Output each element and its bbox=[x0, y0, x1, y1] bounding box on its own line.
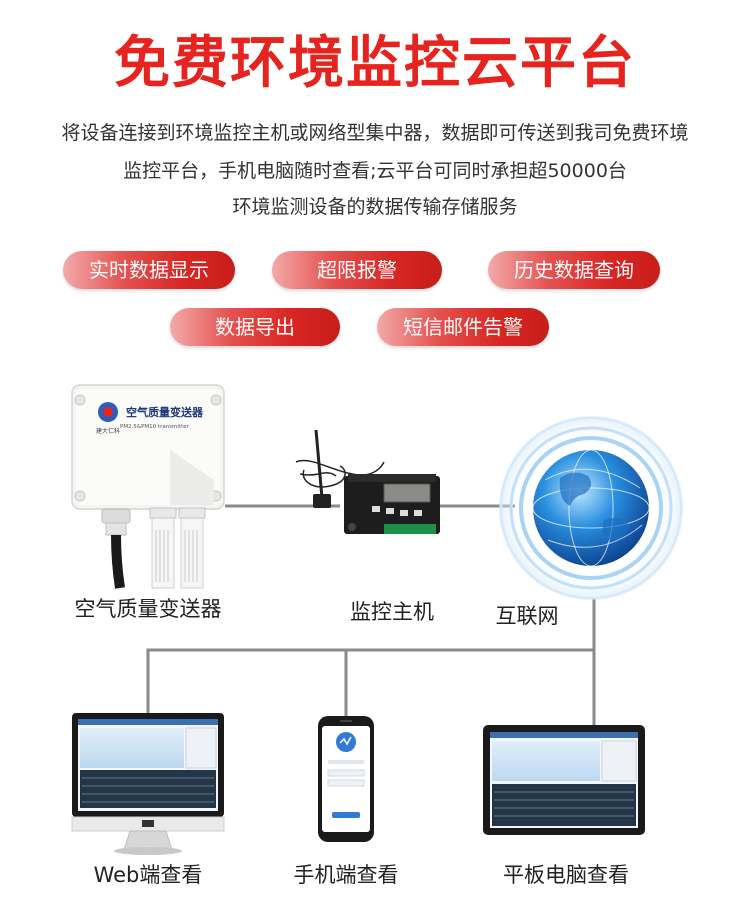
feature-pill-history: 历史数据查询 bbox=[488, 251, 660, 289]
host-label: 监控主机 bbox=[350, 600, 434, 624]
desktop-monitor-icon bbox=[71, 713, 225, 855]
line-internet-clients bbox=[146, 598, 596, 715]
internet-label: 互联网 bbox=[495, 604, 559, 628]
feature-pill-export: 数据导出 bbox=[170, 308, 340, 346]
tablet-client-label: 平板电脑查看 bbox=[503, 863, 629, 887]
transmitter-print-title: 空气质量变送器 bbox=[126, 405, 204, 419]
tablet-icon bbox=[483, 725, 645, 835]
feature-pill-sms: 短信邮件告警 bbox=[377, 308, 549, 346]
transmitter-print-brand: 建大仁科 bbox=[96, 427, 120, 435]
host-device-icon bbox=[295, 429, 440, 534]
description-line-2: 监控平台，手机电脑随时查看;云平台可同时承担超50000台 bbox=[123, 160, 627, 182]
transmitter-label: 空气质量变送器 bbox=[74, 597, 222, 621]
phone-icon bbox=[318, 716, 374, 842]
web-client-label: Web端查看 bbox=[93, 863, 203, 887]
transmitter-print-sub: PM2.5&PM10 transmitter bbox=[120, 424, 190, 430]
internet-globe-icon bbox=[499, 416, 683, 600]
description-line-3: 环境监测设备的数据传输存储服务 bbox=[232, 196, 518, 218]
feature-pill-alarm: 超限报警 bbox=[272, 251, 442, 289]
feature-pill-realtime: 实时数据显示 bbox=[63, 251, 235, 289]
description-line-1: 将设备连接到环境监控主机或网络型集中器，数据即可传送到我司免费环境 bbox=[61, 122, 689, 144]
page-title: 免费环境监控云平台 bbox=[114, 31, 636, 96]
phone-client-label: 手机端查看 bbox=[293, 863, 399, 887]
transmitter-device-icon: 空气质量变送器 PM2.5&PM10 transmitter 建大仁科 bbox=[71, 384, 225, 589]
